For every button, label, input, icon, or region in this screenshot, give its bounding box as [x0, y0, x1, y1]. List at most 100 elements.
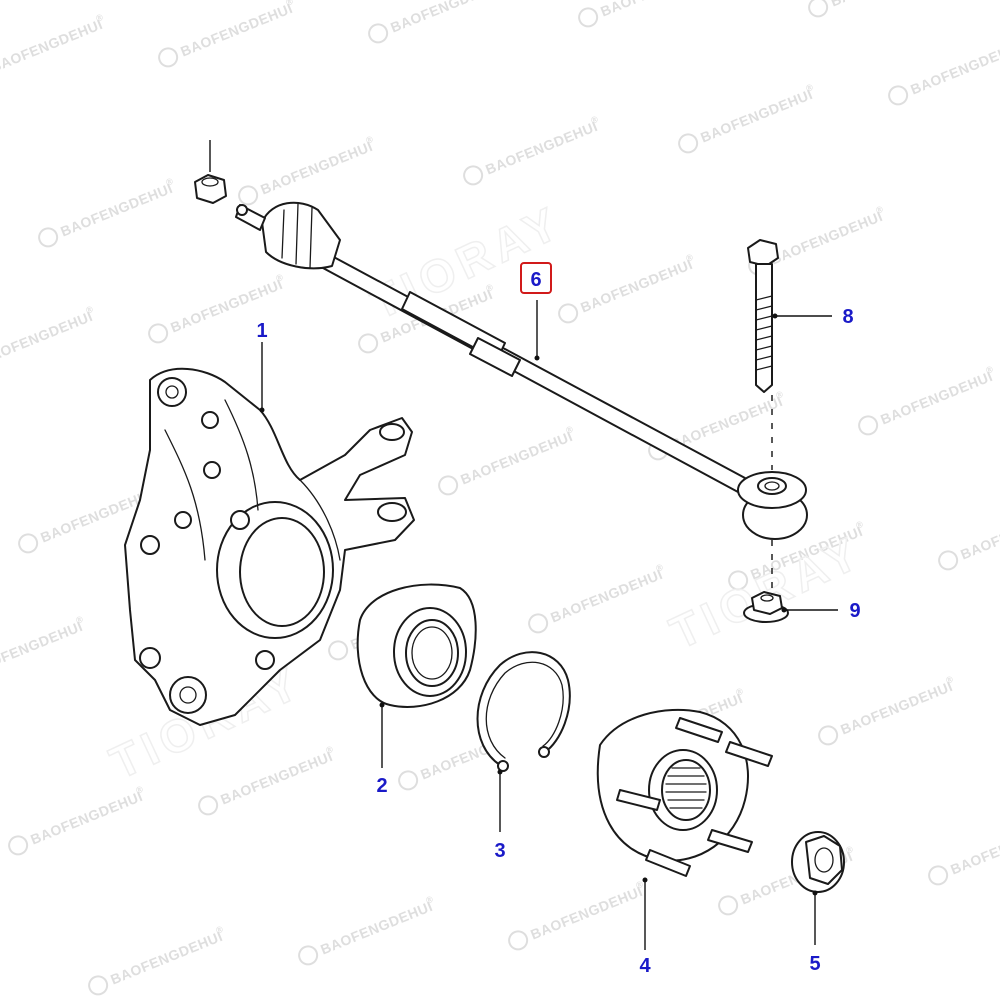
callout-1[interactable]: 1 [256, 320, 267, 342]
watermark-mark: BAOFENGDEHUI® [928, 818, 1000, 886]
watermark-logo-icon [818, 725, 839, 746]
leader-9-dot [781, 607, 787, 613]
watermark-mark: BAOFENGDEHUI® [888, 38, 1000, 106]
watermark-mark: BAOFENGDEHUI® [0, 304, 95, 368]
callout-4[interactable]: 4 [639, 955, 651, 977]
watermark-logo-icon [158, 47, 179, 68]
flange-nut-hole [760, 594, 774, 602]
watermark-registered-mark: ® [365, 134, 375, 146]
flange-nut [743, 591, 789, 623]
hub-nut-hole [814, 847, 834, 873]
watermark-registered-mark: ® [275, 272, 285, 284]
hub-stud-4 [645, 849, 691, 877]
watermark-registered-mark: ® [655, 562, 665, 574]
watermark-mark: BAOFENGDEHUI® [558, 252, 695, 324]
tie-rod-stud-tip [236, 204, 248, 216]
wheel-bearing [356, 583, 477, 708]
watermark-logo-icon [298, 945, 319, 966]
watermark-text: BAOFENGDEHUI [838, 678, 955, 738]
callout-8[interactable]: 8 [842, 306, 853, 328]
watermark-registered-mark: ® [285, 0, 295, 8]
watermark-mark: BAOFENGDEHUI® [158, 0, 295, 68]
watermark-logo-icon [728, 570, 749, 591]
bolt-threads [755, 295, 773, 371]
watermark-logo-icon [508, 930, 529, 951]
watermark-logo-icon [358, 333, 379, 354]
watermark-logo-icon [528, 613, 549, 634]
watermark-mark: BAOFENGDEHUI® [938, 503, 1000, 571]
watermark-registered-mark: ® [945, 674, 955, 686]
watermark-text: BAOFENGDEHUI [58, 180, 175, 240]
watermark-mark: BAOFENGDEHUI® [298, 894, 435, 966]
callout-5[interactable]: 5 [809, 953, 820, 975]
bearing-bore [411, 626, 453, 680]
watermark-mark: BAOFENGDEHUI® [858, 364, 995, 436]
callout-6-highlight [520, 262, 552, 294]
knuckle-contours [164, 399, 341, 561]
watermark-registered-mark: ® [685, 252, 695, 264]
watermark-logo-icon [578, 7, 599, 28]
callout-9[interactable]: 9 [849, 600, 860, 622]
tie-rod-boot-folds [281, 203, 313, 269]
knuckle-boss-5 [140, 535, 160, 555]
watermark-mark: BAOFENGDEHUI® [38, 176, 175, 248]
watermark-registered-mark: ® [95, 12, 105, 24]
watermark-logo-icon [718, 895, 739, 916]
knuckle-boss-4 [230, 510, 250, 530]
watermark-registered-mark: ® [485, 282, 495, 294]
leader-2-dot [379, 702, 385, 708]
callout-2[interactable]: 2 [376, 775, 387, 797]
knuckle-bore-inner [239, 517, 325, 627]
watermark-logo-icon [928, 865, 949, 886]
watermark-registered-mark: ® [85, 304, 95, 316]
tie-rod-eye-hole [764, 481, 780, 491]
watermark-mark: BAOFENGDEHUI® [508, 879, 645, 951]
watermark-text: BAOFENGDEHUI [108, 928, 225, 988]
watermark-text: BAOFENGDEHUI [0, 618, 85, 678]
callout-6[interactable]: 6 [530, 269, 541, 291]
watermark-logo-icon [238, 185, 259, 206]
hub-stud-2 [725, 741, 773, 767]
leader-4-dot [642, 877, 648, 883]
leader-1-dot [259, 407, 265, 413]
watermark-logo-icon [18, 533, 39, 554]
watermark-text: BAOFENGDEHUI [548, 566, 665, 626]
watermark-registered-mark: ® [325, 744, 335, 756]
watermark-logo-icon [463, 165, 484, 186]
knuckle-boss-6 [139, 647, 161, 669]
watermark-logo-icon [38, 227, 59, 248]
watermark-mark: BAOFENGDEHUI® [198, 744, 335, 816]
leader-8-dot [772, 313, 778, 319]
watermark-text: BAOFENGDEHUI [28, 788, 145, 848]
watermark-mark: BAOFENGDEHUI® [438, 424, 575, 496]
bolt-head [747, 239, 779, 267]
watermark-text: BAOFENGDEHUI [828, 0, 945, 10]
watermark-logo-icon [938, 550, 959, 571]
tie-rod-nut-body [194, 174, 227, 204]
callout-3[interactable]: 3 [494, 840, 505, 862]
watermark-text: BAOFENGDEHUI [598, 0, 715, 20]
snap-ring [476, 651, 571, 772]
callouts: 1 2 3 4 5 6 8 9 [256, 262, 861, 977]
watermark-registered-mark: ® [165, 176, 175, 188]
knuckle-arm-eye [379, 423, 405, 441]
watermark-logo-icon [858, 415, 879, 436]
watermark-text: BAOFENGDEHUI [668, 393, 785, 453]
watermark-registered-mark: ® [590, 114, 600, 126]
watermark-text: BAOFENGDEHUI [458, 428, 575, 488]
knuckle-upper-eye [157, 377, 187, 407]
tie-rod-nut [194, 140, 227, 204]
watermark-text: BAOFENGDEHUI [318, 898, 435, 958]
watermark-registered-mark: ® [75, 614, 85, 626]
leader-5-dot [812, 890, 818, 896]
watermark-text: BAOFENGDEHUI [528, 883, 645, 943]
knuckle-boss-3 [174, 511, 192, 529]
watermark-logo-icon [888, 85, 909, 106]
watermark-logo-icon [398, 770, 419, 791]
watermark-text: BAOFENGDEHUI [698, 86, 815, 146]
knuckle-upper-eye-hole [165, 385, 179, 399]
tie-rod-lock-nut [469, 337, 521, 377]
watermark-text: BAOFENGDEHUI [908, 38, 1000, 98]
watermark-mark: BAOFENGDEHUI® [808, 0, 945, 18]
watermark-logo-icon [808, 0, 829, 18]
